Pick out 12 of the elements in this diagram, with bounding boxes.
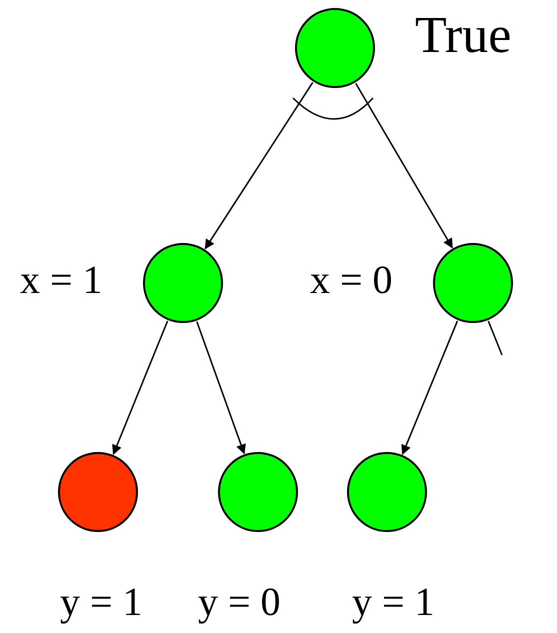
node-label: x = 0 bbox=[310, 260, 393, 300]
node-label: True bbox=[415, 10, 512, 62]
arrow bbox=[401, 320, 458, 455]
node-label: y = 1 bbox=[60, 582, 143, 622]
arrow bbox=[112, 320, 168, 455]
arrow bbox=[196, 321, 246, 454]
arrow bbox=[204, 82, 314, 250]
arrow bbox=[355, 82, 453, 248]
node-label: x = 1 bbox=[20, 260, 103, 300]
node-label: y = 0 bbox=[198, 582, 281, 622]
node-label: y = 1 bbox=[352, 582, 435, 622]
line bbox=[488, 320, 503, 356]
